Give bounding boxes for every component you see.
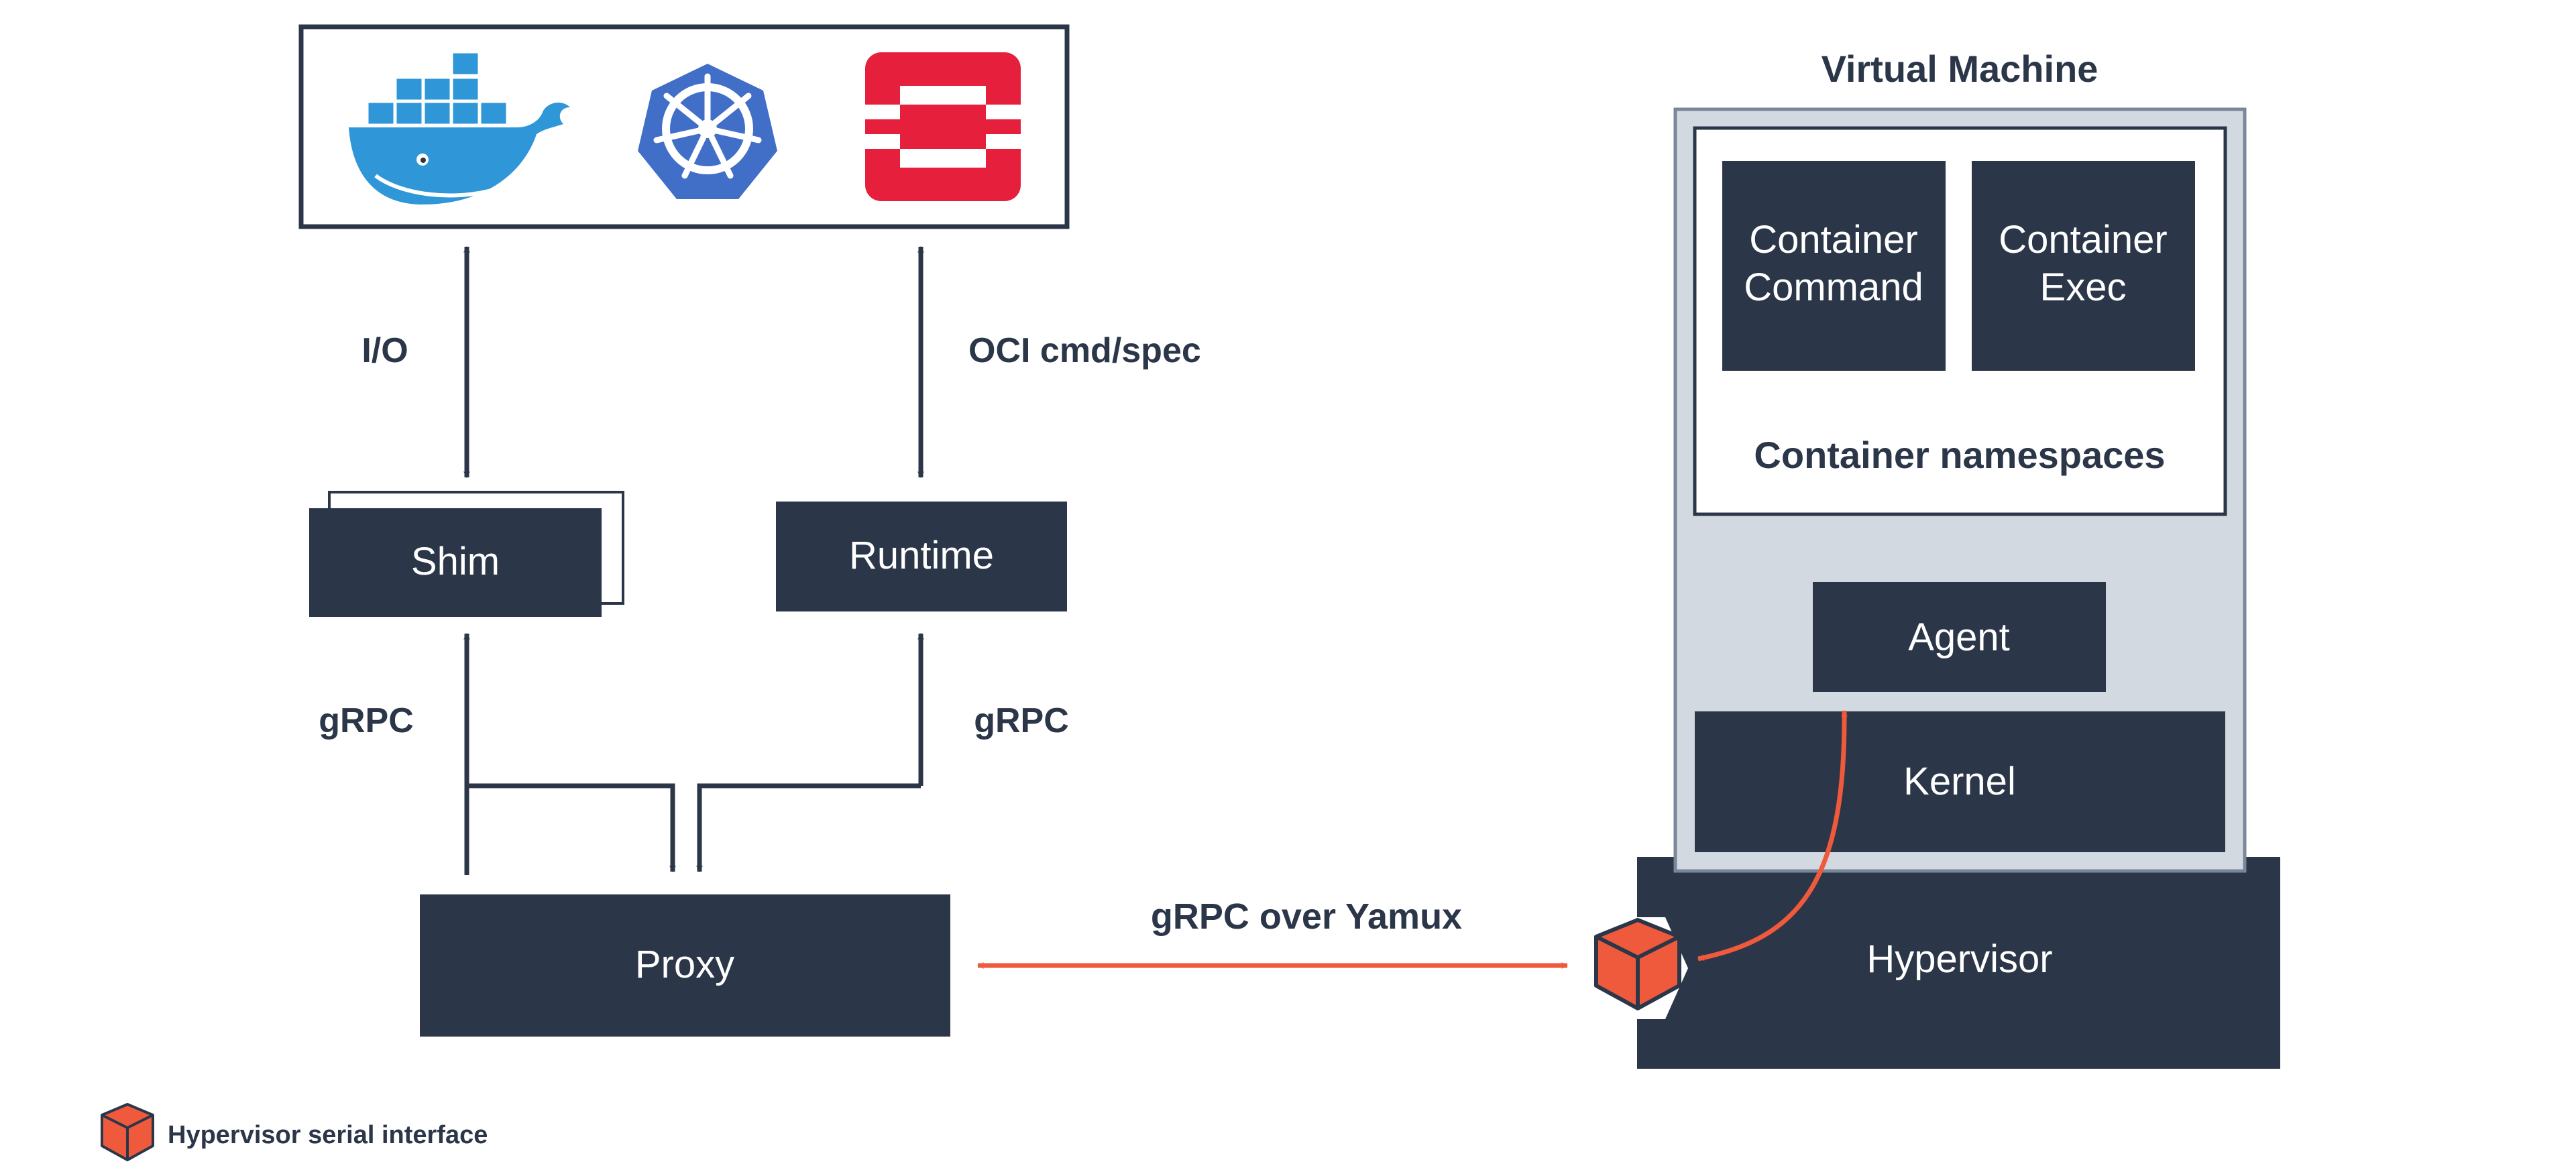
- grpc-right-label: gRPC: [974, 701, 1069, 740]
- docker-logo: [349, 51, 570, 204]
- serial-interface-cube-icon: [1594, 917, 1688, 1019]
- legend-label: Hypervisor serial interface: [168, 1121, 488, 1149]
- shim-label: Shim: [411, 540, 500, 583]
- kubernetes-logo: [638, 64, 777, 199]
- legend-cube-icon: [101, 1103, 154, 1161]
- kernel-label: Kernel: [1903, 760, 2016, 803]
- hypervisor-label: Hypervisor: [1866, 937, 2052, 981]
- container-command-label-1: Container: [1749, 218, 1917, 261]
- io-label: I/O: [361, 331, 408, 370]
- container-command-label-2: Command: [1744, 266, 1923, 309]
- vm-title: Virtual Machine: [1822, 48, 2098, 90]
- container-command-box: [1722, 161, 1946, 371]
- agent-box: [1813, 582, 2106, 692]
- proxy-box: [420, 894, 950, 1037]
- grpc-left-arrow: [463, 633, 676, 875]
- runtime-label: Runtime: [849, 534, 994, 577]
- container-exec-label-2: Exec: [2040, 266, 2127, 309]
- shim-box: [309, 508, 602, 617]
- grpc-left-label: gRPC: [319, 701, 414, 740]
- runtime-box: [776, 502, 1067, 611]
- grpc-yamux-label: gRPC over Yamux: [1151, 896, 1462, 937]
- container-exec-box: [1972, 161, 2195, 371]
- serial-agent-arrow: [1697, 710, 1848, 961]
- openshift-logo: [865, 52, 1021, 201]
- container-namespaces-label: Container namespaces: [1754, 434, 2165, 476]
- container-exec-label-1: Container: [1999, 218, 2167, 261]
- oci-label: OCI cmd/spec: [968, 331, 1201, 370]
- agent-label: Agent: [1908, 616, 2010, 659]
- grpc-right-arrow: [696, 633, 924, 872]
- proxy-label: Proxy: [635, 943, 734, 986]
